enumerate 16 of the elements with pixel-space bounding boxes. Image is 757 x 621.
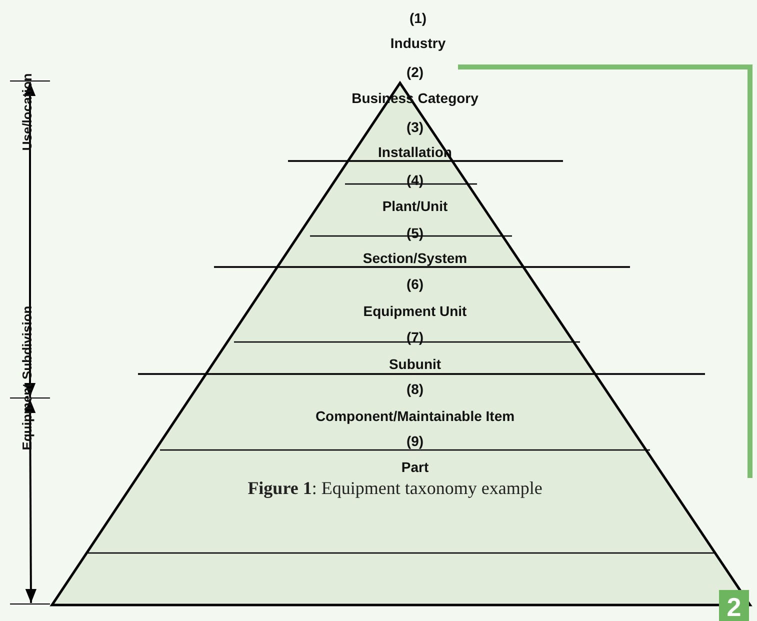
level-name: Part	[401, 459, 429, 475]
level-number: (1)	[409, 10, 427, 26]
level-number: (9)	[406, 433, 424, 449]
level-name: Industry	[390, 35, 446, 51]
level-name: Subunit	[388, 356, 442, 372]
level-number: (6)	[406, 276, 424, 292]
level-number: (2)	[406, 64, 424, 80]
level-number: (8)	[406, 381, 424, 397]
level-name: Section/System	[362, 250, 468, 266]
level-name: Component/Maintainable Item	[315, 408, 515, 424]
level-number: (7)	[406, 329, 424, 345]
level-number: (3)	[406, 119, 424, 135]
level-name: Equipment Unit	[363, 303, 467, 319]
level-name: Plant/Unit	[382, 198, 448, 214]
figure-caption: Figure 1: Equipment taxonomy example	[248, 478, 542, 499]
page-number: 2	[719, 590, 749, 621]
